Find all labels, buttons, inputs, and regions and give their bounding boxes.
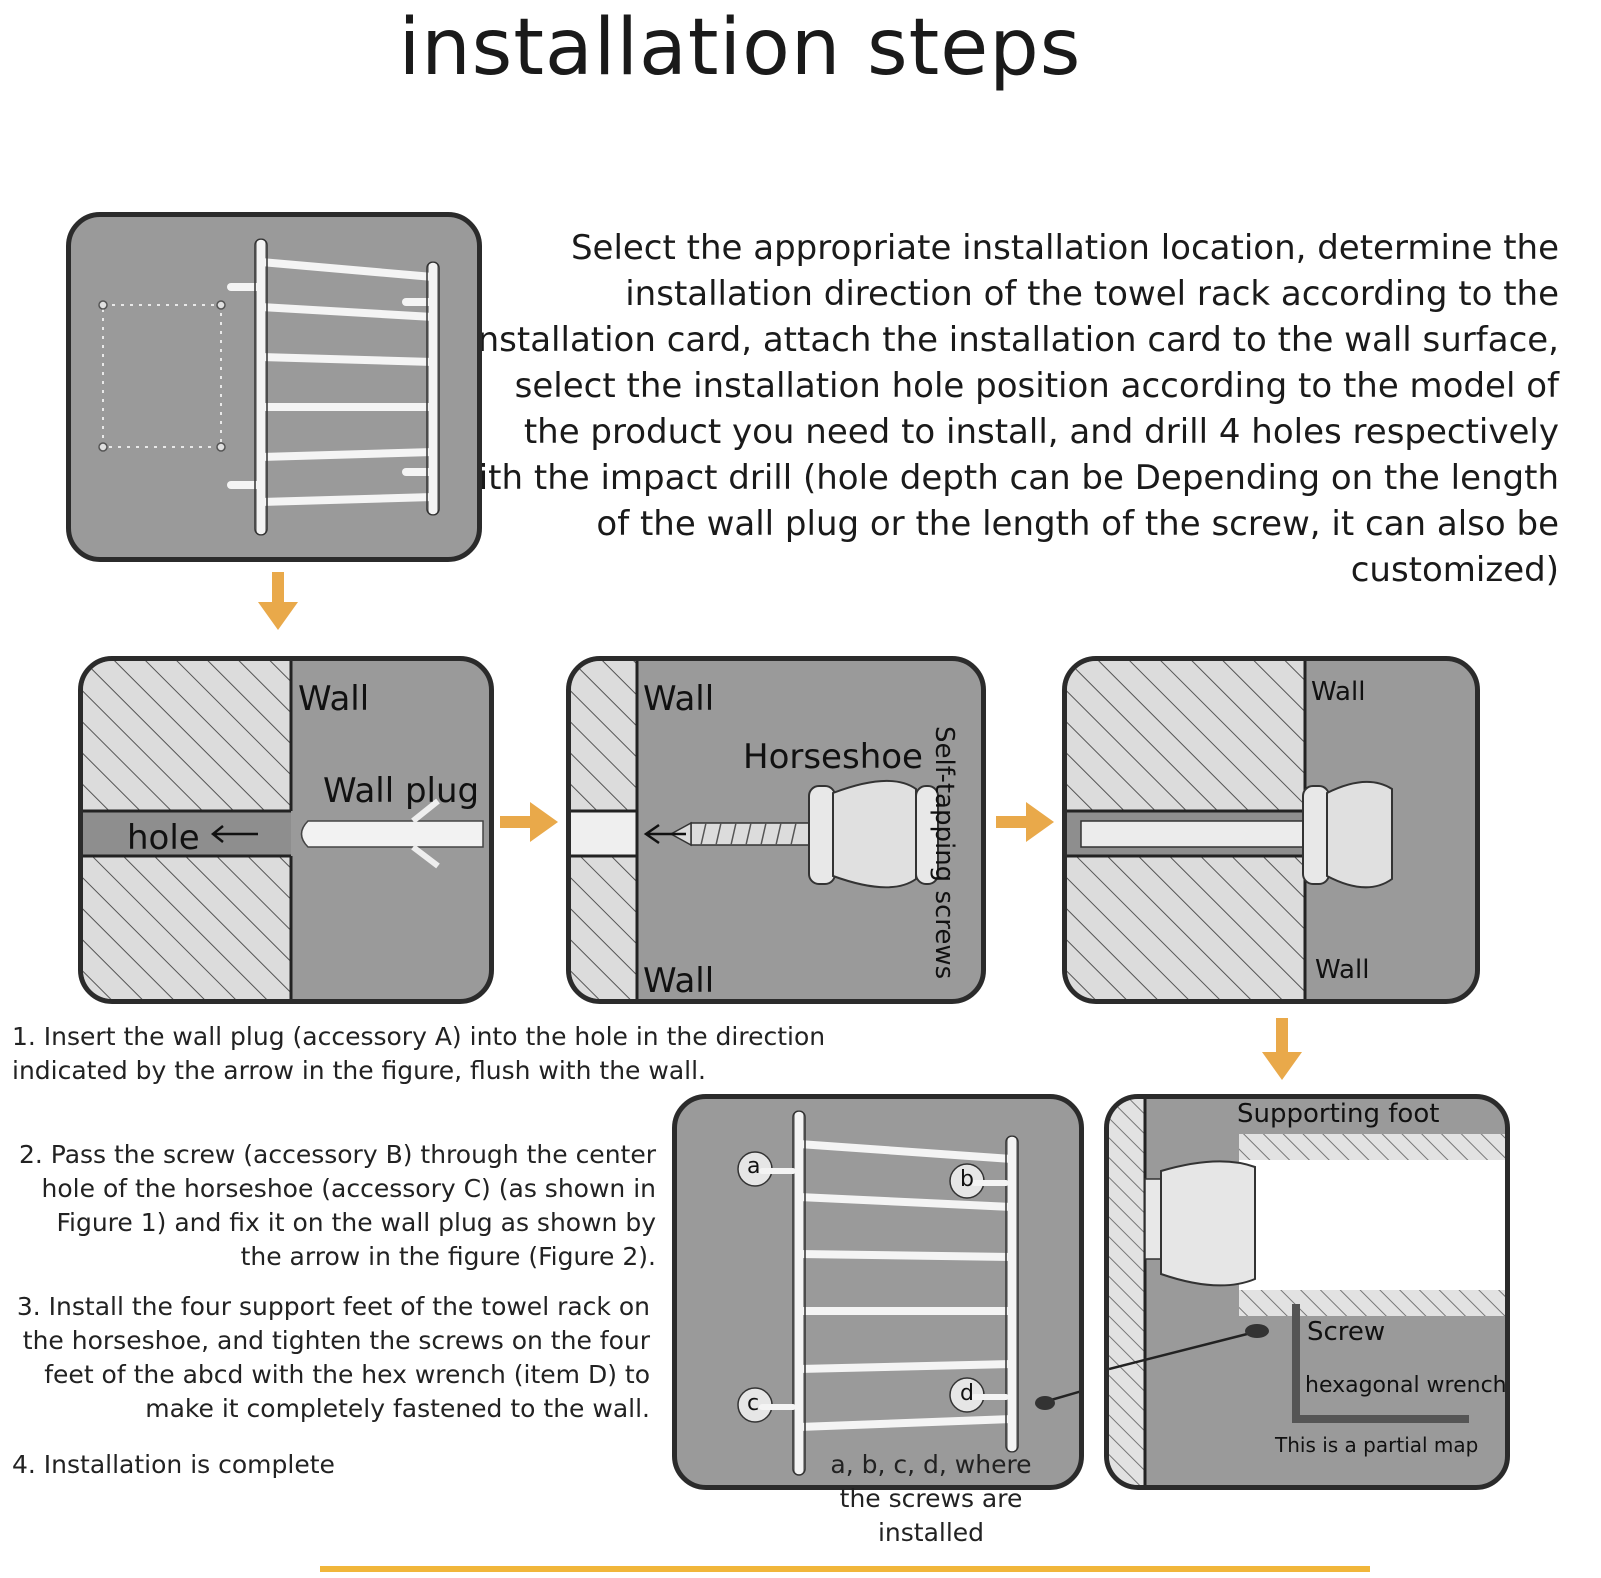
wall-label: Wall bbox=[298, 679, 370, 719]
arrow-down-icon bbox=[1262, 1018, 1302, 1080]
self-tapping-screws-label: Self-tapping screws bbox=[929, 726, 959, 980]
wall-bottom-label: Wall bbox=[643, 961, 715, 1001]
partial-map-panel: Supporting foot Screw hexagonal wrench T… bbox=[1104, 1094, 1510, 1490]
page-title: installation steps bbox=[398, 3, 1082, 93]
supporting-foot-label: Supporting foot bbox=[1237, 1099, 1440, 1129]
arrow-right-icon bbox=[996, 802, 1054, 842]
mark-a: a bbox=[747, 1154, 761, 1179]
mark-d: d bbox=[960, 1381, 974, 1406]
screw-label: Screw bbox=[1307, 1317, 1386, 1347]
hexagonal-wrench-label: hexagonal wrench bbox=[1305, 1373, 1507, 1398]
hole-label: hole bbox=[127, 818, 200, 858]
intro-text: Select the appropriate installation loca… bbox=[450, 228, 1559, 590]
horseshoe-label: Horseshoe bbox=[743, 737, 923, 777]
installed-horseshoe-panel: Wall Wall bbox=[1062, 656, 1480, 1004]
wall-bottom-label: Wall bbox=[1315, 955, 1370, 985]
towel-rack-drawing bbox=[98, 238, 440, 536]
screw-positions-caption: a, b, c, d, where the screws are install… bbox=[830, 1450, 1032, 1547]
step-2-text: 2. Pass the screw (accessory B) through … bbox=[18, 1140, 656, 1271]
step-4-text: 4. Installation is complete bbox=[12, 1450, 335, 1479]
wall-plug-panel: Wall Wall plug hole bbox=[78, 656, 494, 1004]
partial-map-label: This is a partial map bbox=[1275, 1433, 1479, 1457]
mark-c: c bbox=[747, 1391, 760, 1416]
wall-top-label: Wall bbox=[643, 679, 715, 719]
installation-card-panel bbox=[66, 212, 482, 562]
step-3-text: 3. Install the four support feet of the … bbox=[16, 1292, 650, 1423]
arrow-down-icon bbox=[258, 572, 298, 630]
step-1-text: 1. Insert the wall plug (accessory A) in… bbox=[12, 1022, 826, 1085]
wall-top-label: Wall bbox=[1311, 677, 1366, 707]
wall-plug-label: Wall plug bbox=[323, 771, 480, 811]
arrow-right-icon bbox=[500, 802, 558, 842]
horseshoe-screw-panel: Wall Horseshoe Wall Self-tapping screws bbox=[566, 656, 986, 1004]
towel-rack-mounted-panel: a b c d bbox=[672, 1094, 1084, 1490]
mark-b: b bbox=[960, 1167, 974, 1192]
bottom-accent-bar bbox=[320, 1566, 1370, 1572]
